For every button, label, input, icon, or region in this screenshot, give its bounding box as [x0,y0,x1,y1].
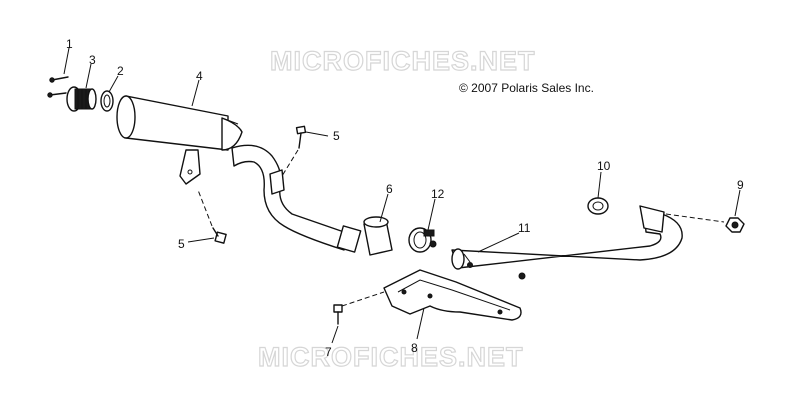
muffler-part-4 [116,95,243,185]
callout-4: 4 [196,69,203,83]
gasket-part-2 [100,90,114,112]
callout-11: 11 [518,221,531,235]
watermark-bottom: MICROFICHES.NET [258,342,524,372]
clamp-part-12 [408,227,437,253]
nut-part-9 [665,213,745,233]
callout-12: 12 [431,187,445,201]
watermark-top: MICROFICHES.NET [270,46,536,76]
bolt-part-5-upper [281,125,307,177]
callout-10: 10 [597,159,611,173]
callout-9: 9 [737,178,744,192]
gasket-part-10 [587,197,609,215]
copyright-notice: © 2007 Polaris Sales Inc. [459,81,594,95]
header-pipe-part-11 [451,205,683,280]
sleeve-part-6 [363,216,393,256]
leader-lines [63,47,741,344]
bolt-part-5-lower [197,189,227,244]
callout-6: 6 [386,182,393,196]
mid-pipe [231,144,362,253]
callout-2: 2 [117,64,124,78]
screw-part-1 [47,76,69,98]
callout-8: 8 [411,341,418,355]
callout-7: 7 [325,345,332,359]
spark-arrestor-part-3 [66,86,97,112]
heat-shield-part-8 [383,269,522,321]
screw-part-7 [333,291,385,325]
callout-5-upper: 5 [333,129,340,143]
callout-1: 1 [66,37,73,51]
callout-3: 3 [89,53,96,67]
callout-5-lower: 5 [178,237,185,251]
